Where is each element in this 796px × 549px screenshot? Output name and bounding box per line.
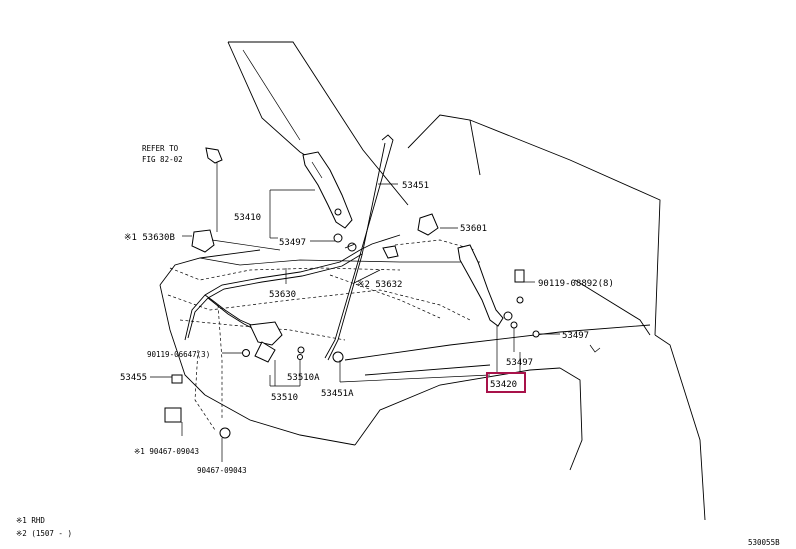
engine-compartment-dashed xyxy=(167,239,476,431)
part-label-53497-a[interactable]: 53497 xyxy=(279,238,306,248)
hood-support-rod xyxy=(324,134,394,361)
part-label-90119-08892[interactable]: 90119-08892(8) xyxy=(538,279,614,289)
hood-hinge-bracket-left xyxy=(302,151,357,252)
part-label-90467-09043-a[interactable]: ※1 90467-09043 xyxy=(134,447,199,456)
part-label-53510a[interactable]: 53510A xyxy=(287,373,320,383)
part-label-53497-c[interactable]: 53497 xyxy=(506,358,533,368)
part-label-53601[interactable]: 53601 xyxy=(460,224,487,234)
part-label-53451[interactable]: 53451 xyxy=(402,181,429,191)
part-label-90119-06647[interactable]: 90119-06647(3) xyxy=(147,350,210,359)
part-label-53455[interactable]: 53455 xyxy=(120,373,147,383)
part-label-53632[interactable]: ※2 53632 xyxy=(357,280,402,290)
clips-and-grommets xyxy=(164,147,439,439)
refer-to-label: REFER TO xyxy=(142,144,179,153)
figure-code: 530055B xyxy=(748,538,780,547)
part-label-53510[interactable]: 53510 xyxy=(271,393,298,403)
part-label-53451a[interactable]: 53451A xyxy=(321,389,354,399)
part-labels: REFER TO FIG 82-02 53410 53497 ※1 53630B… xyxy=(120,144,614,475)
part-label-53630b[interactable]: ※1 53630B xyxy=(124,233,175,243)
part-label-53420[interactable]: 53420 xyxy=(490,380,517,390)
part-label-90467-09043-b[interactable]: 90467-09043 xyxy=(197,466,247,475)
part-label-53497-b[interactable]: 53497 xyxy=(562,331,589,341)
footnotes: ※1 RHD ※2 (1507 - ) 530055B xyxy=(16,516,780,547)
part-label-53630[interactable]: 53630 xyxy=(269,290,296,300)
footnote-date-range: ※2 (1507 - ) xyxy=(16,529,72,538)
hood-hinge-bracket-right xyxy=(457,244,540,338)
highlighted-part-53420-box[interactable] xyxy=(486,372,526,393)
vehicle-body-outline xyxy=(159,114,706,521)
leader-lines xyxy=(150,162,560,462)
footnote-rhd: ※1 RHD xyxy=(16,516,45,525)
part-label-53410[interactable]: 53410 xyxy=(234,213,261,223)
refer-to-fig-label[interactable]: FIG 82-02 xyxy=(142,155,183,164)
